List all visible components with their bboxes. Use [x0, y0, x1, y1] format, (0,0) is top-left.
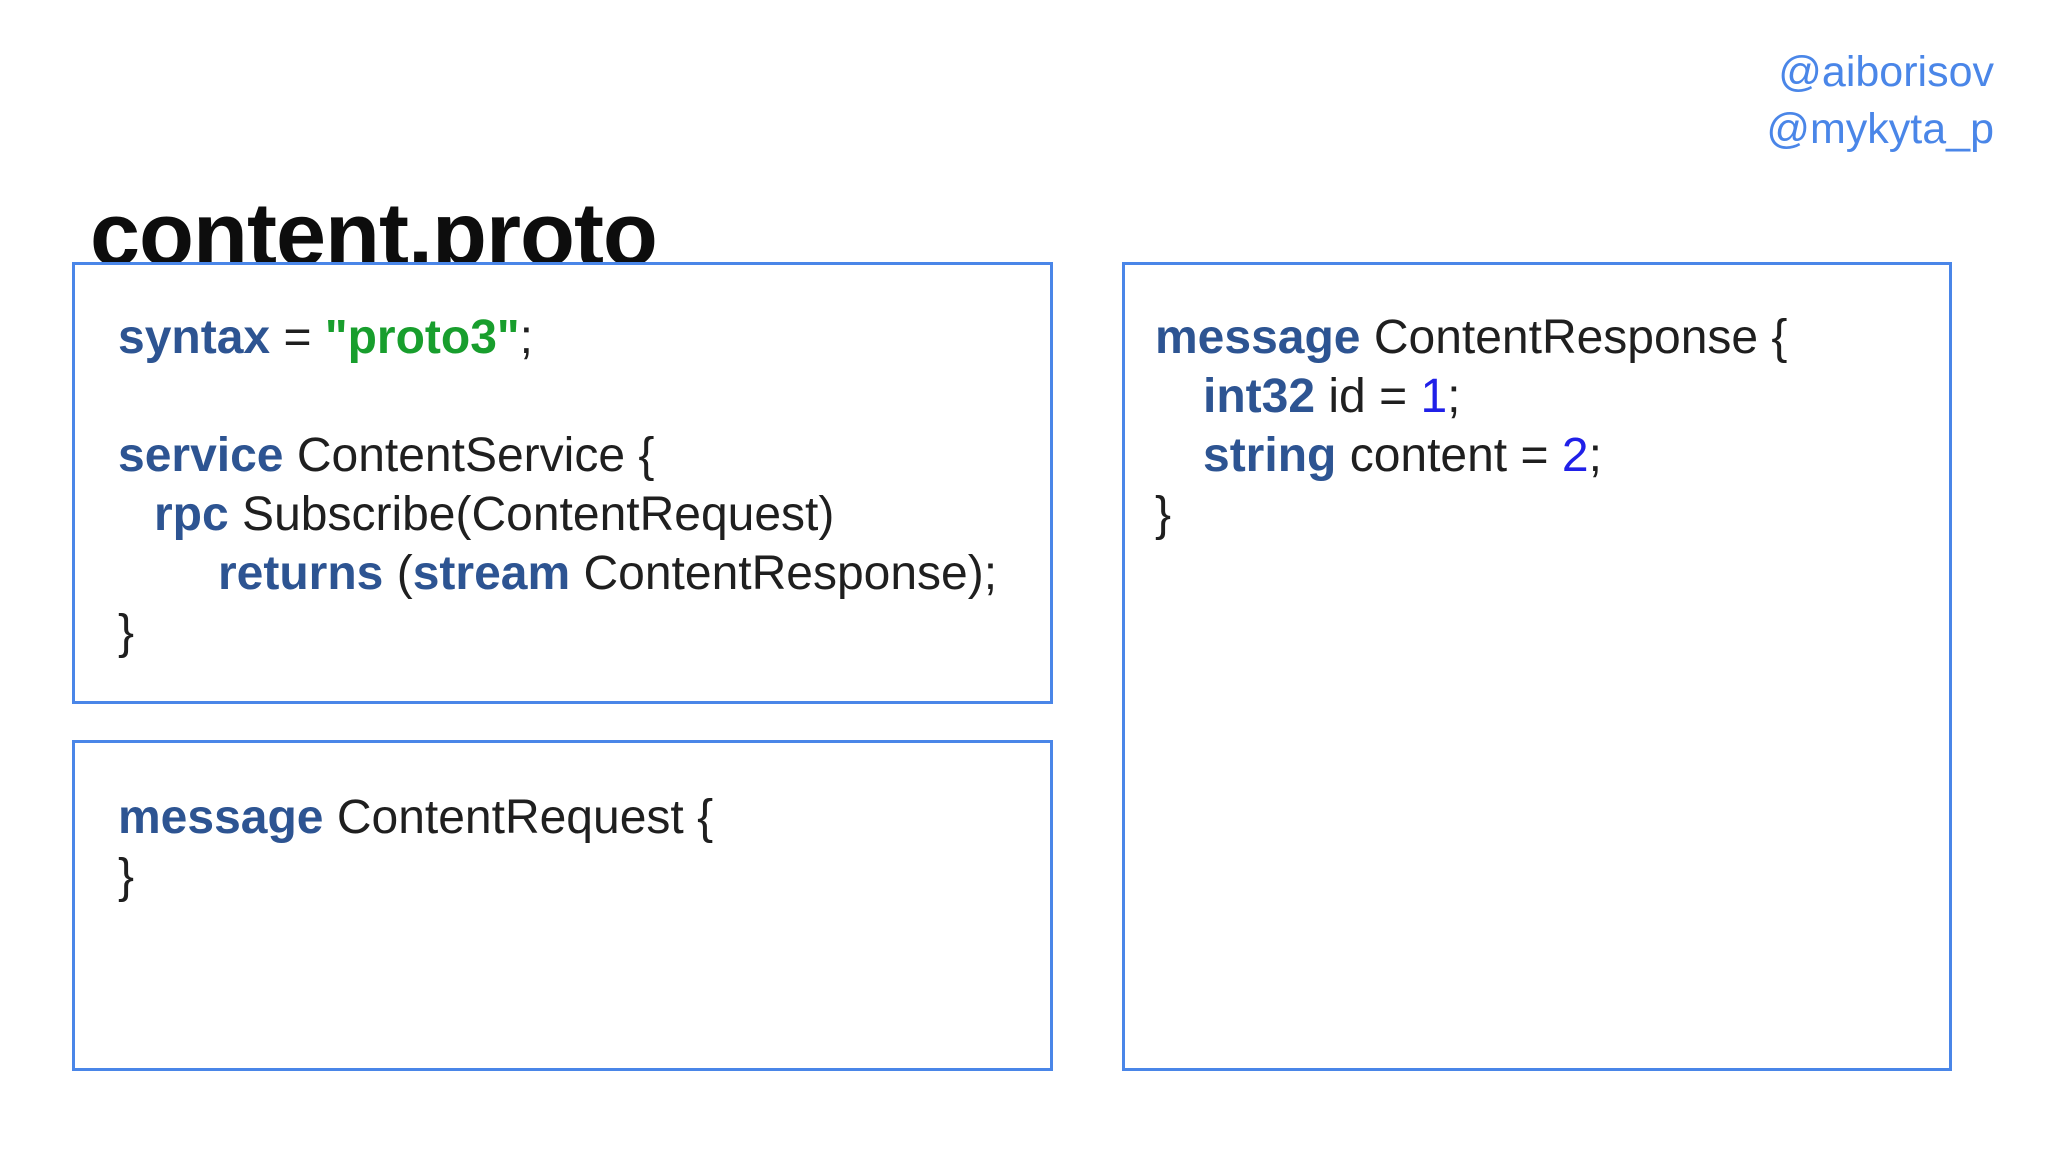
field-id-text: id =	[1328, 370, 1408, 423]
code-box-response: message ContentResponse { int32 id = 1; …	[1122, 262, 1952, 1071]
equals-sign: =	[283, 311, 312, 364]
code-line-field-content: string content = 2;	[1155, 426, 1939, 485]
code-line-close-brace: }	[1155, 485, 1939, 544]
semicolon: ;	[1588, 429, 1602, 482]
keyword-service: service	[118, 429, 284, 482]
code-line-message-request: message ContentRequest {	[118, 788, 1040, 847]
code-line-close-brace: }	[118, 603, 1040, 662]
returns-type: ContentResponse);	[583, 547, 998, 600]
code-box-request: message ContentRequest { }	[72, 740, 1053, 1071]
keyword-int32: int32	[1203, 370, 1316, 423]
keyword-string: string	[1203, 429, 1337, 482]
code-line-close-brace: }	[118, 847, 1040, 906]
author-handle-mykyta-p: @mykyta_p	[1766, 105, 1994, 153]
message-name: ContentRequest {	[336, 791, 714, 844]
keyword-message: message	[118, 791, 324, 844]
author-handle-aiborisov: @aiborisov	[1778, 48, 1994, 96]
string-proto3: "proto3"	[324, 311, 520, 364]
field-id-number: 1	[1420, 370, 1448, 423]
semicolon: ;	[519, 311, 533, 364]
service-name: ContentService {	[296, 429, 655, 482]
code-line-returns: returns (stream ContentResponse);	[118, 544, 1040, 603]
code-box-service: syntax = "proto3"; service ContentServic…	[72, 262, 1053, 704]
close-brace: }	[118, 850, 135, 903]
code-line-rpc: rpc Subscribe(ContentRequest)	[118, 485, 1040, 544]
author-handles: @aiborisov @mykyta_p	[1766, 44, 1994, 158]
close-brace: }	[118, 606, 135, 659]
keyword-returns: returns	[218, 547, 384, 600]
blank-line	[118, 367, 1040, 426]
close-brace: }	[1155, 488, 1172, 541]
field-content-number: 2	[1561, 429, 1589, 482]
keyword-syntax: syntax	[118, 311, 271, 364]
open-paren: (	[396, 547, 413, 600]
keyword-rpc: rpc	[154, 488, 229, 541]
message-name: ContentResponse {	[1373, 311, 1788, 364]
rpc-signature: Subscribe(ContentRequest)	[242, 488, 835, 541]
keyword-message: message	[1155, 311, 1361, 364]
keyword-stream: stream	[412, 547, 571, 600]
code-line-message-response: message ContentResponse {	[1155, 308, 1939, 367]
field-content-text: content =	[1349, 429, 1549, 482]
semicolon: ;	[1447, 370, 1461, 423]
code-line-field-id: int32 id = 1;	[1155, 367, 1939, 426]
code-line-service-decl: service ContentService {	[118, 426, 1040, 485]
code-line-syntax: syntax = "proto3";	[118, 308, 1040, 367]
